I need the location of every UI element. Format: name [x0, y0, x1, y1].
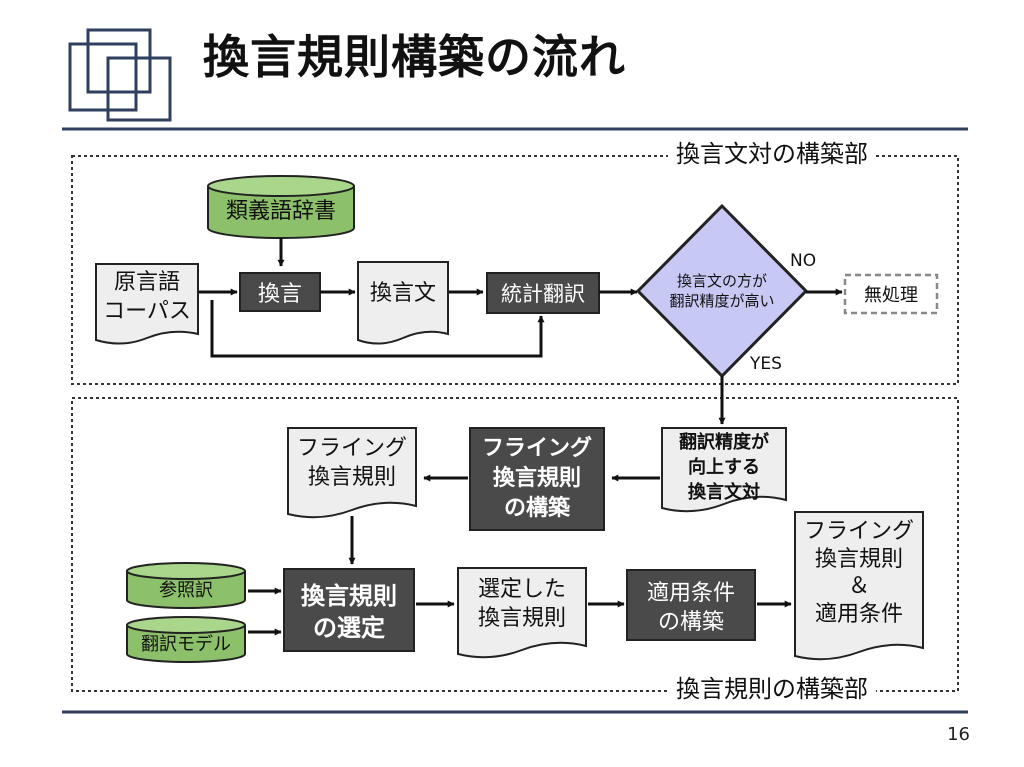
decision-node: 換言文の方が 翻訳精度が高い — [635, 203, 809, 379]
improved-pairs-line3: 換言文対 — [688, 481, 760, 503]
select-rules-node: 換言規則 の選定 — [283, 568, 415, 652]
source-corpus-line1: 原言語 — [114, 270, 180, 295]
flying-rules-line1: フライング — [297, 436, 407, 461]
decision-line1: 換言文の方が — [677, 272, 767, 290]
decision-line2: 翻訳精度が高い — [669, 292, 774, 310]
paraphrase-process-node: 換言 — [239, 272, 321, 312]
output-document-line3: ＆ — [848, 574, 870, 599]
reference-translation-node: 参照訳 — [126, 562, 246, 609]
build-conditions-line2: の構築 — [658, 610, 724, 635]
build-conditions-node: 適用条件 の構築 — [626, 569, 756, 641]
smt-process-label: 統計翻訳 — [501, 282, 585, 306]
paraphrase-sentence-node: 換言文 — [357, 261, 449, 345]
yes-label: YES — [749, 354, 782, 374]
section-label-top: 換言文対の構築部 — [668, 141, 876, 167]
select-rules-line2: の選定 — [313, 614, 385, 642]
no-label: NO — [790, 251, 816, 271]
output-document-line1: フライング — [804, 519, 914, 544]
output-document-line4: 適用条件 — [815, 602, 903, 627]
paraphrase-sentence-label: 換言文 — [370, 281, 436, 306]
paraphrase-process-label: 換言 — [258, 282, 302, 307]
arrow-corpus-bypass-to-smt — [210, 300, 545, 358]
reference-translation-label: 参照訳 — [159, 580, 213, 601]
section-label-bottom: 換言規則の構築部 — [668, 676, 876, 702]
no-process-label: 無処理 — [864, 285, 918, 306]
improved-pairs-node: 翻訳精度が 向上する 換言文対 — [661, 427, 787, 513]
selected-rules-line2: 換言規則 — [478, 606, 566, 631]
no-process-node: 無処理 — [843, 273, 939, 315]
output-document-line2: 換言規則 — [815, 547, 903, 572]
synonym-dictionary-label: 類義語辞書 — [226, 199, 336, 224]
improved-pairs-line2: 向上する — [688, 456, 760, 478]
output-document-node: フライング 換言規則 ＆ 適用条件 — [794, 511, 924, 661]
select-rules-line1: 換言規則 — [301, 582, 397, 610]
section-bottom-frame — [71, 397, 959, 692]
page-number: 16 — [947, 724, 970, 745]
synonym-dictionary-node: 類義語辞書 — [207, 175, 355, 239]
translation-model-label: 翻訳モデル — [141, 634, 231, 655]
source-corpus-node: 原言語 コーパス — [95, 263, 199, 345]
selected-rules-line1: 選定した — [478, 577, 566, 602]
build-flying-rules-line1: フライング — [482, 435, 592, 461]
flying-rules-line2: 換言規則 — [308, 465, 396, 490]
source-corpus-line2: コーパス — [103, 299, 191, 324]
flying-rules-node: フライング 換言規則 — [287, 427, 417, 519]
improved-pairs-line1: 翻訳精度が — [679, 431, 769, 453]
logo-icon — [68, 28, 172, 122]
build-conditions-line1: 適用条件 — [647, 581, 735, 606]
translation-model-node: 翻訳モデル — [126, 616, 246, 663]
page-title: 換言規則構築の流れ — [203, 30, 626, 84]
smt-process-node: 統計翻訳 — [486, 272, 600, 314]
build-flying-rules-node: フライング 換言規則 の構築 — [469, 427, 605, 531]
build-flying-rules-line3: の構築 — [504, 495, 571, 521]
section-top-frame — [71, 155, 959, 385]
selected-rules-node: 選定した 換言規則 — [457, 567, 587, 659]
build-flying-rules-line2: 換言規則 — [493, 465, 581, 491]
